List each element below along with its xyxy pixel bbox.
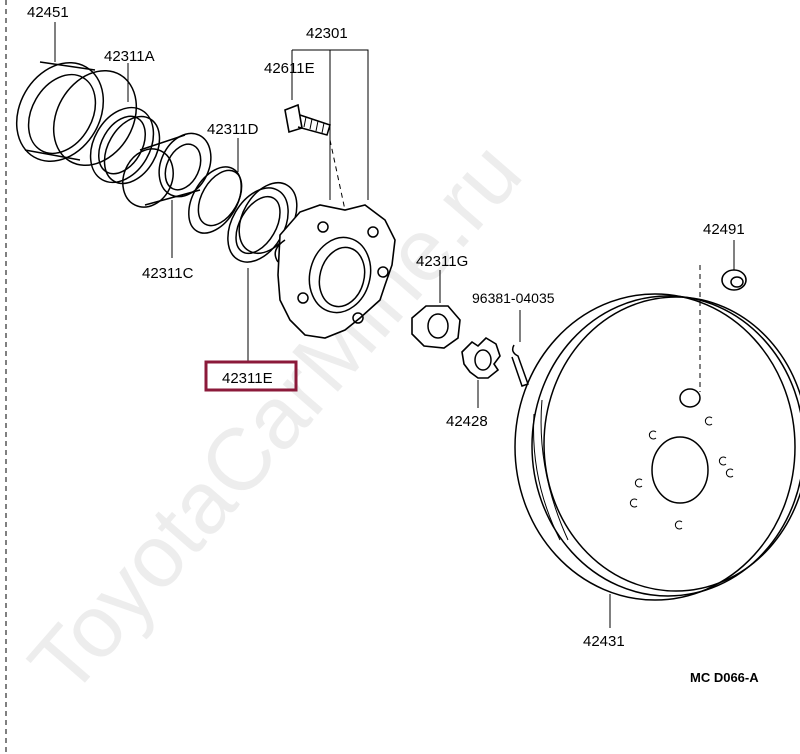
part-42451-drawing: [15, 61, 138, 167]
label-42311D[interactable]: 42311D: [207, 121, 259, 138]
label-96381-04035[interactable]: 96381-04035: [472, 290, 555, 306]
label-42491[interactable]: 42491: [703, 221, 745, 238]
part-42491-drawing: [721, 269, 747, 291]
label-42311A[interactable]: 42311A: [104, 48, 155, 65]
label-42311E[interactable]: 42311E: [222, 370, 273, 387]
part-42428-drawing: [461, 336, 501, 379]
label-42301[interactable]: 42301: [306, 25, 348, 42]
label-42311G[interactable]: 42311G: [416, 253, 468, 270]
label-42311C[interactable]: 42311C: [142, 265, 194, 282]
part-42301-drawing: [274, 204, 396, 339]
selected-part-highlight: [204, 360, 298, 392]
part-42311A-drawing: [89, 106, 161, 185]
label-42451[interactable]: 42451: [27, 4, 69, 21]
part-96381-drawing: [511, 344, 529, 387]
part-42311D-drawing: [188, 166, 243, 234]
part-42611E-drawing: [284, 103, 331, 136]
part-42311G-drawing: [411, 305, 461, 349]
leader-42611E-dash: [329, 139, 346, 211]
label-42428[interactable]: 42428: [446, 413, 488, 430]
diagram-code: MC D066-A: [690, 670, 759, 685]
part-42431-drawing: [514, 293, 800, 601]
label-42611E[interactable]: 42611E: [264, 60, 315, 77]
part-42311C-drawing: [122, 132, 212, 208]
label-42431[interactable]: 42431: [583, 633, 625, 650]
